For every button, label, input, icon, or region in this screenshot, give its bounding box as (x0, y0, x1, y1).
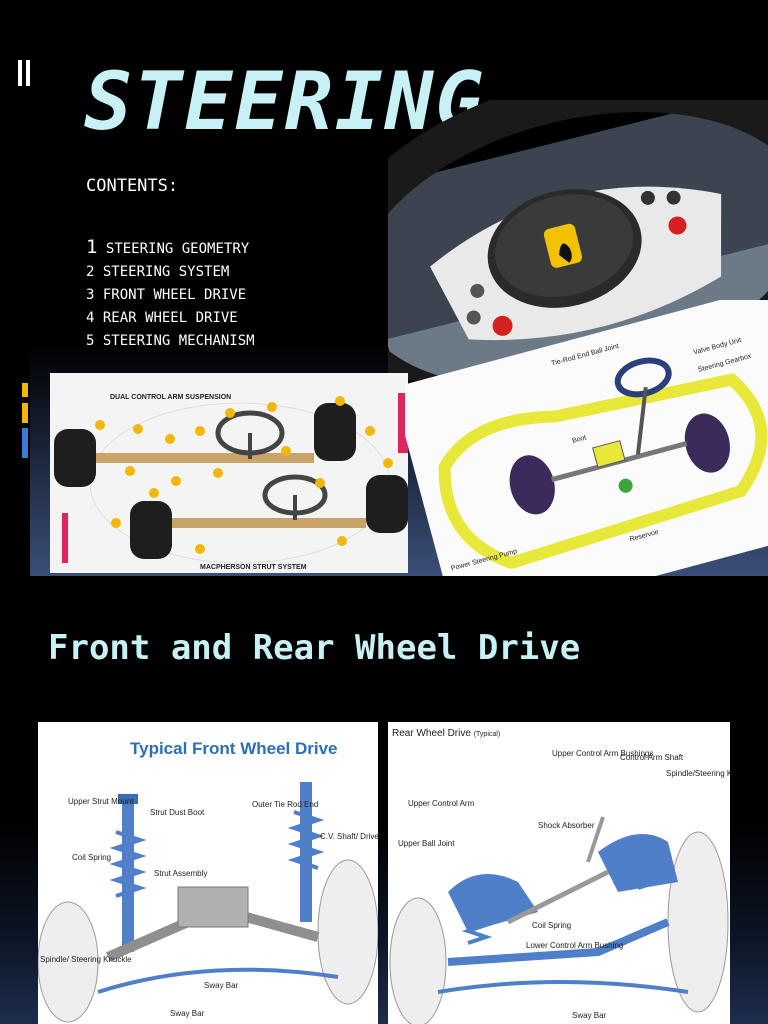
svg-text:Control Arm Shaft: Control Arm Shaft (620, 753, 684, 762)
svg-text:Upper Control Arm Bushings: Upper Control Arm Bushings (552, 749, 653, 758)
toc-item: 5 STEERING MECHANISM (86, 333, 255, 349)
slide-marker-icon (18, 60, 30, 86)
svg-text:Shock Absorber: Shock Absorber (538, 821, 595, 830)
svg-text:Upper Control Arm: Upper Control Arm (408, 799, 475, 808)
toc-item: 3 FRONT WHEEL DRIVE (86, 287, 247, 303)
svg-text:Coil Spring: Coil Spring (72, 853, 111, 862)
slide-front-rear-drive: Front and Rear Wheel Drive Typical Front… (0, 576, 768, 1024)
diagram-caption: MACPHERSON STRUT SYSTEM (200, 564, 307, 571)
accent-bar-blue (22, 428, 28, 458)
slide-title: Front and Rear Wheel Drive (48, 628, 581, 668)
svg-text:Sway Bar: Sway Bar (204, 981, 239, 990)
power-steering-diagram: Tie-Rod End Ball Joint Valve Body Unit S… (405, 300, 768, 576)
svg-text:Upper Strut Mount: Upper Strut Mount (68, 797, 134, 806)
slide-title: STEERING (84, 55, 486, 148)
front-wheel-drive-diagram: Typical Front Wheel Drive Upper Strut Mo… (38, 722, 378, 1024)
table-of-contents: 1 STEERING GEOMETRY 2 STEERING SYSTEM 3 … (86, 236, 255, 353)
left-edge-dark (0, 0, 30, 576)
svg-text:Sway Bar: Sway Bar (170, 1009, 205, 1018)
diagram-heading: Rear Wheel Drive (Typical) (392, 728, 500, 739)
rear-wheel-drive-diagram: Rear Wheel Drive (Typical) Upper Control… (388, 722, 730, 1024)
svg-text:Strut Dust Boot: Strut Dust Boot (150, 808, 205, 817)
toc-item: 2 STEERING SYSTEM (86, 264, 230, 280)
diagram-heading: Typical Front Wheel Drive (130, 739, 338, 758)
svg-text:Strut Assembly: Strut Assembly (154, 869, 207, 878)
suspension-systems-diagram: DUAL CONTROL ARM SUSPENSION MACPHERSON S… (50, 373, 408, 573)
svg-text:Upper Ball Joint: Upper Ball Joint (398, 839, 455, 848)
contents-label: CONTENTS: (86, 176, 179, 196)
svg-text:Coil Spring: Coil Spring (532, 921, 571, 930)
svg-text:Outer Tie Rod End: Outer Tie Rod End (252, 800, 318, 809)
svg-text:Sway Bar: Sway Bar (572, 1011, 607, 1020)
svg-text:Spindle/Steering Knuckle: Spindle/Steering Knuckle (666, 769, 730, 778)
accent-bar-yellow (22, 383, 28, 397)
diagram-caption: DUAL CONTROL ARM SUSPENSION (110, 394, 231, 401)
toc-item: 4 REAR WHEEL DRIVE (86, 310, 238, 326)
slide-steering: STEERING CONTENTS: 1 STEERING GEOMETRY 2… (0, 0, 768, 576)
svg-text:Spindle/ Steering Knuckle: Spindle/ Steering Knuckle (40, 955, 132, 964)
accent-bar-yellow-2 (22, 403, 28, 423)
svg-text:Boot: Boot (571, 434, 587, 445)
svg-text:C.V. Shaft/ Drive Shaft: C.V. Shaft/ Drive Shaft (320, 832, 378, 841)
svg-text:Lower Control Arm Bushing: Lower Control Arm Bushing (526, 941, 623, 950)
toc-item: 1 STEERING GEOMETRY (86, 236, 250, 258)
